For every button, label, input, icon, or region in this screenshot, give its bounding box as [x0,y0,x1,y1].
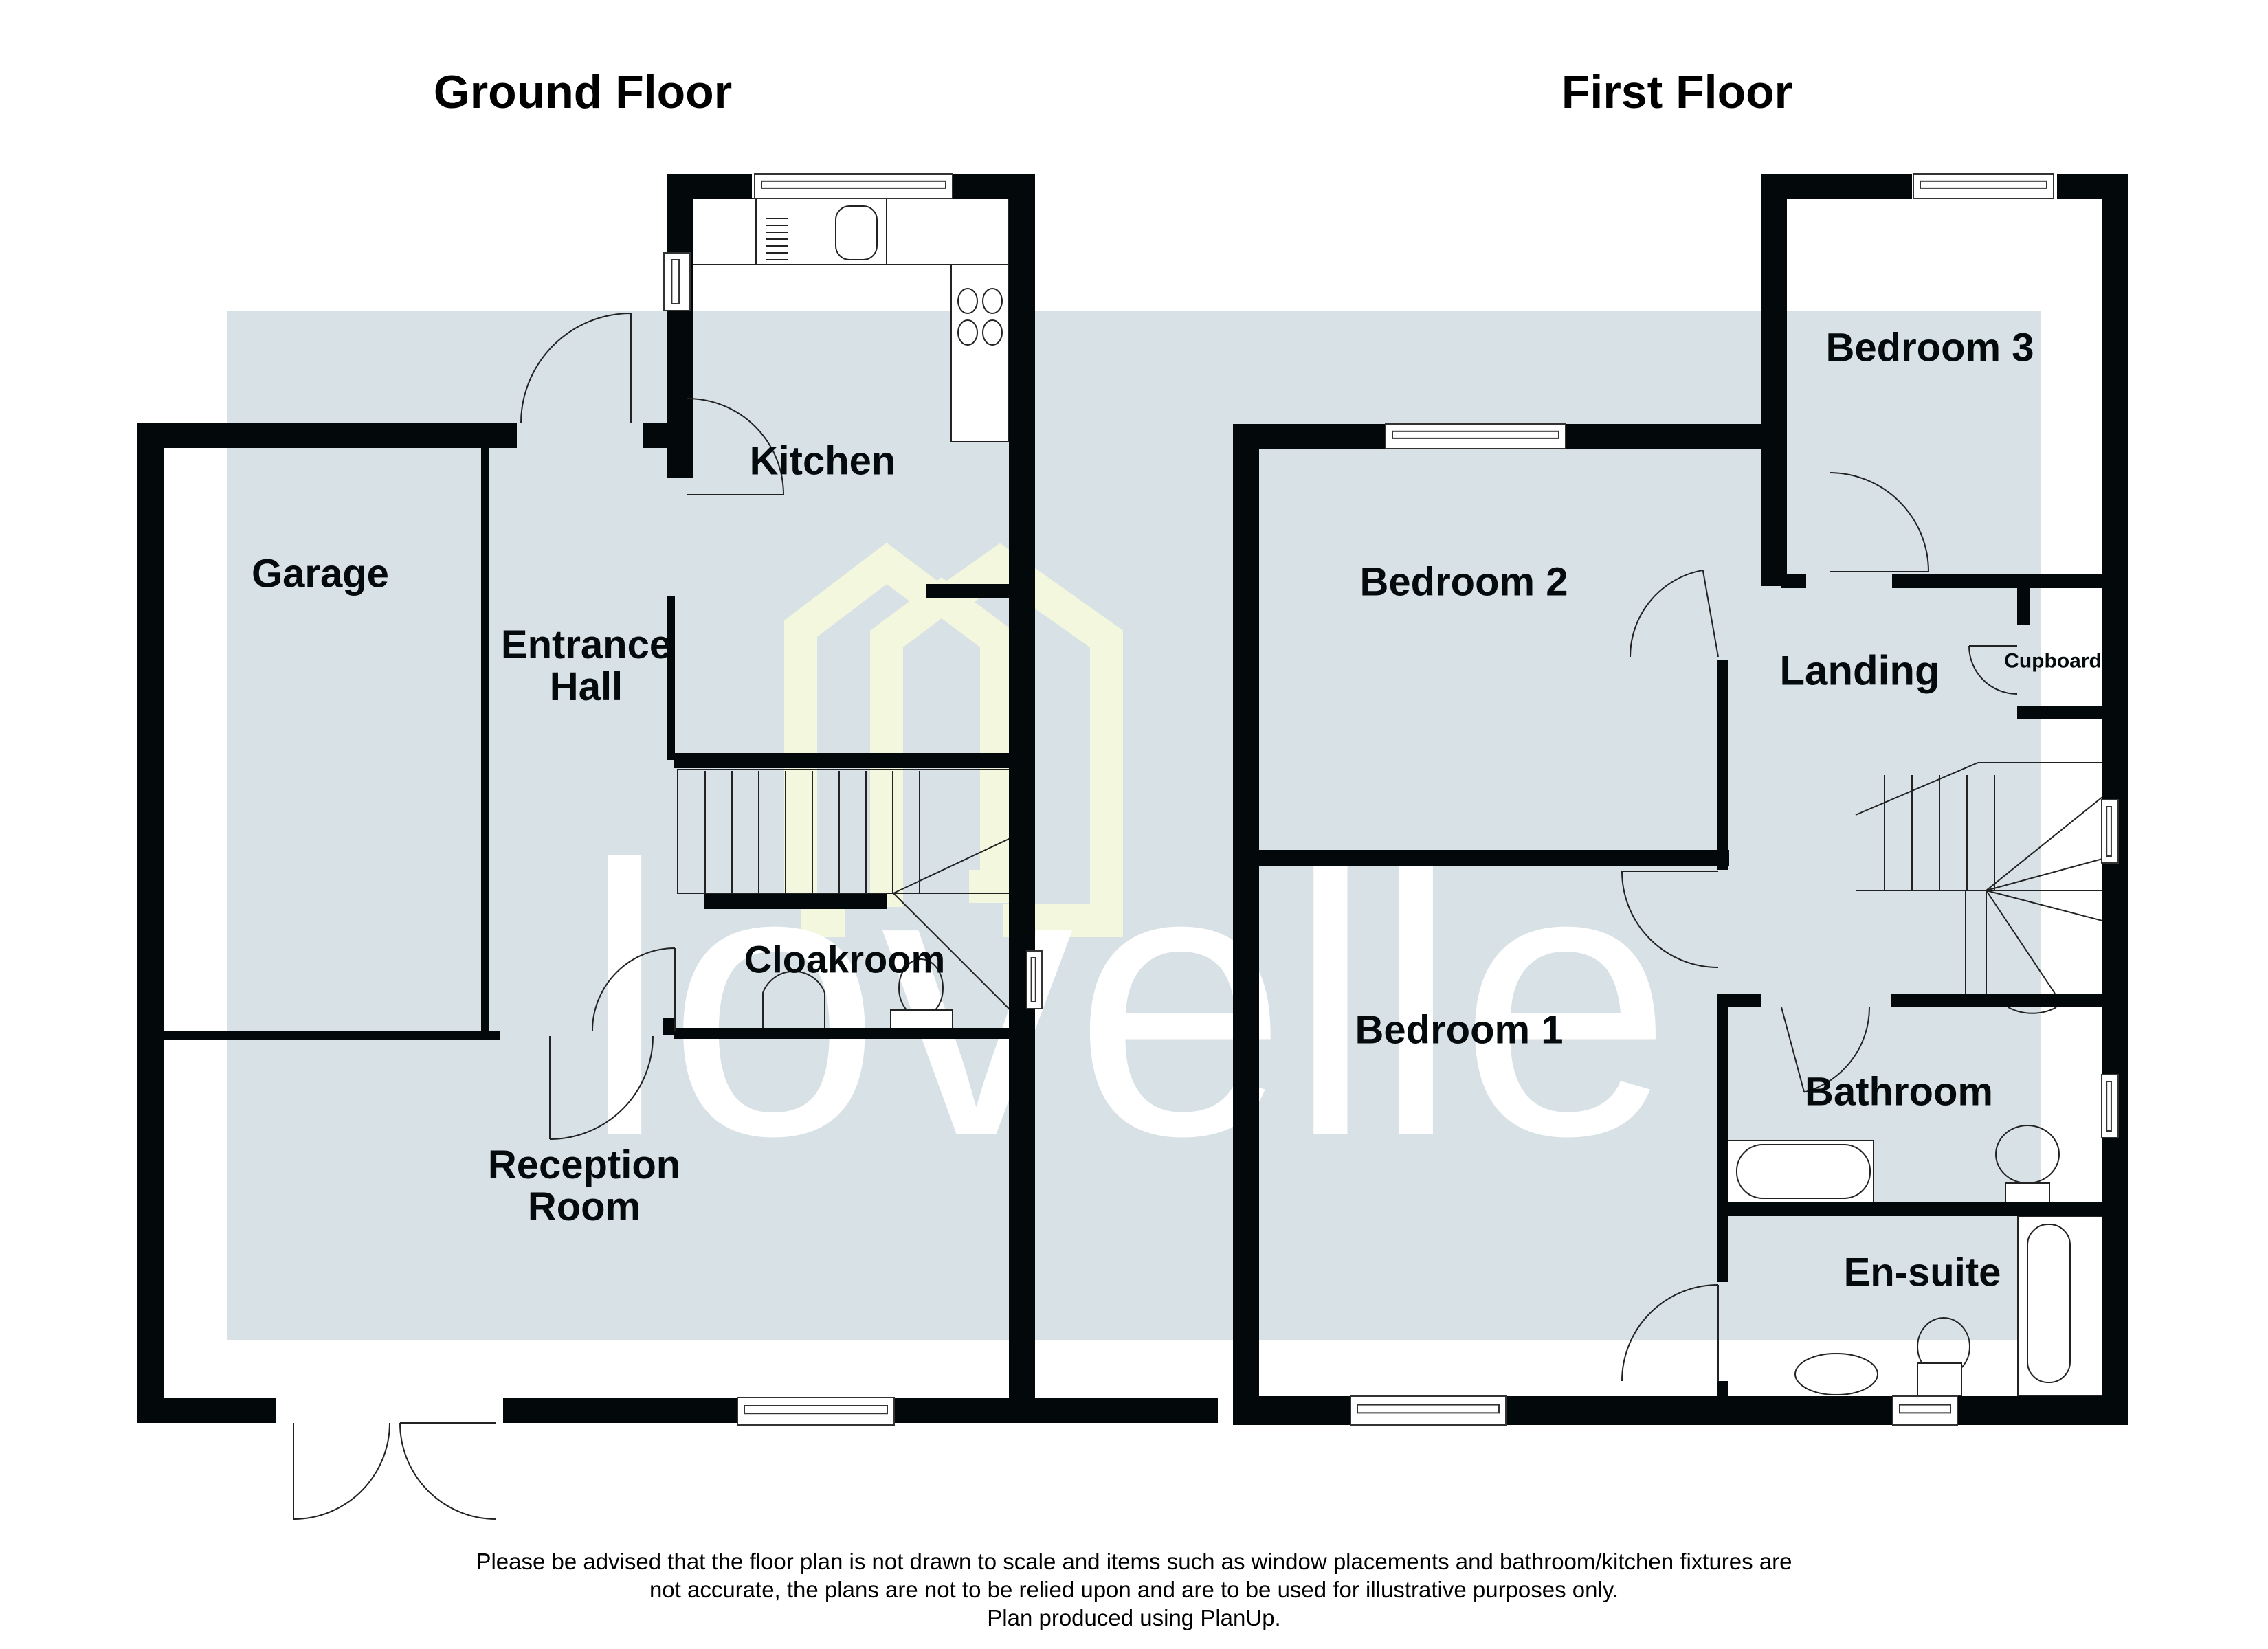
wall-segment [164,1031,500,1040]
room-label-garage: Garage [252,551,389,596]
window-icon [754,173,953,199]
window-icon [1026,950,1043,1009]
disclaimer-line-2: not accurate, the plans are not to be re… [649,1577,1619,1602]
wall-segment [667,174,693,451]
door-swing-icon [687,398,784,495]
room-label-cloakroom: Cloakroom [744,937,946,981]
wall-segment [667,596,675,760]
room-label-en-suite: En-suite [1843,1250,2001,1295]
watermark-text: lovelle [581,785,1673,1215]
door-swing-icon [520,313,632,424]
window-icon [2101,799,2119,864]
window-icon [1385,423,1566,449]
wall-segment [137,423,517,448]
door-swing-icon [1630,569,1719,658]
wall-segment [674,753,1010,768]
room-label-kitchen: Kitchen [749,438,896,484]
basin-icon [2008,1007,2057,1014]
wall-segment [1892,574,2102,588]
wall-segment [1781,574,1806,588]
room-label-cupboard: Cupboard [2004,649,2102,673]
wall-segment [926,584,1010,598]
room-label-bedroom-1: Bedroom 1 [1355,1007,1564,1053]
wall-segment [1761,174,1912,199]
wall-segment [1259,850,1729,866]
door-swing-icon [399,1422,497,1520]
sink-icon [835,205,878,260]
wall-segment [1717,1381,1728,1400]
hob-ring-icon [982,319,1003,346]
hob-ring-icon [982,288,1003,314]
wall-segment [1233,424,1259,1425]
ground-floor-title: Ground Floor [433,66,733,118]
door-swing-icon [1781,1007,1870,1093]
hob-ring-icon [957,288,978,314]
room-label-bedroom-3: Bedroom 3 [1825,325,2034,370]
wall-segment [663,1018,675,1035]
wall-segment [704,894,887,909]
basin-icon [1794,1353,1878,1395]
room-label-bathroom: Bathroom [1805,1069,1993,1114]
window-icon [663,252,691,311]
room-label-landing: Landing [1779,647,1940,694]
hob-ring-icon [957,319,978,346]
wall-segment [674,1028,1010,1039]
wall-segment [2017,706,2102,719]
wall-segment [693,174,752,199]
wall-segment [1009,174,1035,1423]
wall-segment [1717,994,1728,1282]
wall-segment [1535,424,1775,449]
wall-segment [1761,174,1787,586]
wall-segment [1728,994,1761,1007]
disclaimer-line-3: Plan produced using PlanUp. [987,1605,1281,1630]
wall-segment [896,1398,1009,1423]
bath-inner [1736,1144,1871,1199]
door-swing-icon [1621,871,1719,968]
wall-segment [2017,588,2030,625]
window-icon [1913,173,2054,199]
disclaimer: Please be advised that the floor plan is… [0,1547,2268,1632]
wall-segment [1717,660,1728,870]
window-icon [1350,1395,1507,1426]
shower-icon [2017,1215,2103,1397]
wall-segment [137,423,164,1423]
kitchen-worktop-side [950,264,1010,442]
windows [663,173,2119,1426]
watermark: lovelle [227,311,2041,1340]
door-swing-icon [592,947,676,1031]
wall-segment [1728,1202,2102,1216]
window-icon [2101,1074,2119,1138]
door-swing-icon [1621,1284,1719,1382]
door-swing-icon [1829,472,1929,572]
door-swing-icon [549,1035,654,1140]
bath-icon [1727,1140,1874,1203]
wall-segment [1891,994,2102,1007]
wall-segment [667,423,693,478]
wall-segment [481,448,489,1037]
basin-icon [762,970,825,1036]
door-swing-icon [1968,645,2018,695]
room-label-bedroom-2: Bedroom 2 [1359,559,1568,605]
disclaimer-line-1: Please be advised that the floor plan is… [476,1549,1792,1574]
window-icon [1892,1395,1958,1426]
fixtures [677,198,2103,1397]
door-swing-icon [293,1422,390,1520]
wall-segment [137,1398,276,1423]
first-floor-title: First Floor [1561,66,1793,118]
window-icon [737,1397,895,1426]
first-floor-stairs [1855,762,2102,891]
doors [293,313,2018,1520]
